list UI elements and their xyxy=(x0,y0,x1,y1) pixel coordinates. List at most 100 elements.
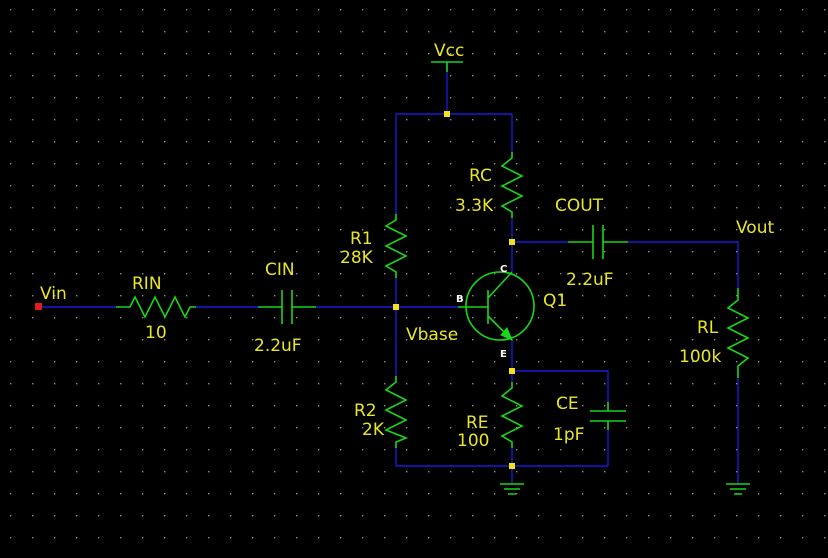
grid-dot xyxy=(54,317,56,319)
grid-dot xyxy=(384,53,386,55)
grid-dot xyxy=(758,471,760,473)
grid-dot xyxy=(428,75,430,77)
grid-dot xyxy=(780,75,782,77)
grid-dot xyxy=(758,251,760,253)
grid-dot xyxy=(824,361,826,363)
grid-dot xyxy=(362,229,364,231)
re-name: RE xyxy=(466,413,489,433)
grid-dot xyxy=(76,229,78,231)
grid-dot xyxy=(230,141,232,143)
grid-dot xyxy=(32,471,34,473)
grid-dot xyxy=(340,163,342,165)
grid-dot xyxy=(648,229,650,231)
grid-dot xyxy=(582,537,584,539)
grid-dot xyxy=(714,207,716,209)
grid-dot xyxy=(604,251,606,253)
grid-dot xyxy=(384,427,386,429)
grid-dot xyxy=(274,339,276,341)
grid-dot xyxy=(736,185,738,187)
grid-dot xyxy=(450,537,452,539)
grid-dot xyxy=(252,31,254,33)
grid-dot xyxy=(340,141,342,143)
grid-dot xyxy=(736,427,738,429)
grid-dot xyxy=(428,537,430,539)
grid-dot xyxy=(120,361,122,363)
grid-dot xyxy=(252,207,254,209)
grid-dot xyxy=(230,119,232,121)
grid-dot xyxy=(714,449,716,451)
grid-dot xyxy=(560,185,562,187)
grid-dot xyxy=(208,537,210,539)
grid-dot xyxy=(230,31,232,33)
capacitor-cin xyxy=(258,290,316,324)
grid-dot xyxy=(406,119,408,121)
grid-dot xyxy=(538,53,540,55)
grid-dot xyxy=(76,427,78,429)
grid-dot xyxy=(296,317,298,319)
grid-dot xyxy=(780,141,782,143)
grid-dot xyxy=(780,9,782,11)
grid-dot xyxy=(274,185,276,187)
grid-dot xyxy=(164,163,166,165)
grid-dot xyxy=(604,317,606,319)
grid-dot xyxy=(670,53,672,55)
grid-dot xyxy=(318,53,320,55)
grid-dot xyxy=(516,229,518,231)
grid-dot xyxy=(626,405,628,407)
grid-dot xyxy=(802,515,804,517)
grid-dot xyxy=(758,141,760,143)
grid-dot xyxy=(626,229,628,231)
grid-dot xyxy=(142,75,144,77)
net-label-vout: Vout xyxy=(736,218,774,238)
q1-pin-e: E xyxy=(500,349,507,360)
grid-dot xyxy=(780,229,782,231)
wire-emitter-to-ce xyxy=(512,370,609,402)
grid-dot xyxy=(10,449,12,451)
grid-dot xyxy=(340,339,342,341)
grid-dot xyxy=(164,97,166,99)
grid-dot xyxy=(516,515,518,517)
grid-dot xyxy=(648,471,650,473)
grid-dot xyxy=(406,273,408,275)
grid-dot xyxy=(604,53,606,55)
grid-dot xyxy=(230,317,232,319)
grid-dot xyxy=(186,339,188,341)
grid-dot xyxy=(76,295,78,297)
grid-dot xyxy=(626,493,628,495)
grid-dot xyxy=(714,185,716,187)
grid-dot xyxy=(186,361,188,363)
grid-dot xyxy=(186,383,188,385)
grid-dot xyxy=(406,229,408,231)
grid-dot xyxy=(780,185,782,187)
grid-dot xyxy=(252,119,254,121)
grid-dot xyxy=(472,515,474,517)
grid-dot xyxy=(252,317,254,319)
grid-dot xyxy=(186,185,188,187)
grid-dot xyxy=(604,405,606,407)
vin-port-marker[interactable] xyxy=(35,303,42,310)
grid-dot xyxy=(340,449,342,451)
grid-dot xyxy=(648,207,650,209)
grid-dot xyxy=(560,31,562,33)
grid-dot xyxy=(406,295,408,297)
grid-dot xyxy=(340,119,342,121)
grid-dot xyxy=(736,449,738,451)
grid-dot xyxy=(10,405,12,407)
grid-dot xyxy=(340,361,342,363)
grid-dot xyxy=(824,119,826,121)
grid-dot xyxy=(736,9,738,11)
grid-dot xyxy=(450,383,452,385)
grid-dot xyxy=(758,317,760,319)
grid-dot xyxy=(670,471,672,473)
grid-dot xyxy=(362,53,364,55)
grid-dot xyxy=(736,97,738,99)
rl-name: RL xyxy=(697,318,719,338)
grid-dot xyxy=(626,449,628,451)
grid-dot xyxy=(54,163,56,165)
grid-dot xyxy=(208,75,210,77)
q1-pin-b: B xyxy=(456,294,464,305)
grid-dot xyxy=(692,493,694,495)
grid-dot xyxy=(450,339,452,341)
grid-dot xyxy=(142,9,144,11)
grid-dot xyxy=(824,207,826,209)
